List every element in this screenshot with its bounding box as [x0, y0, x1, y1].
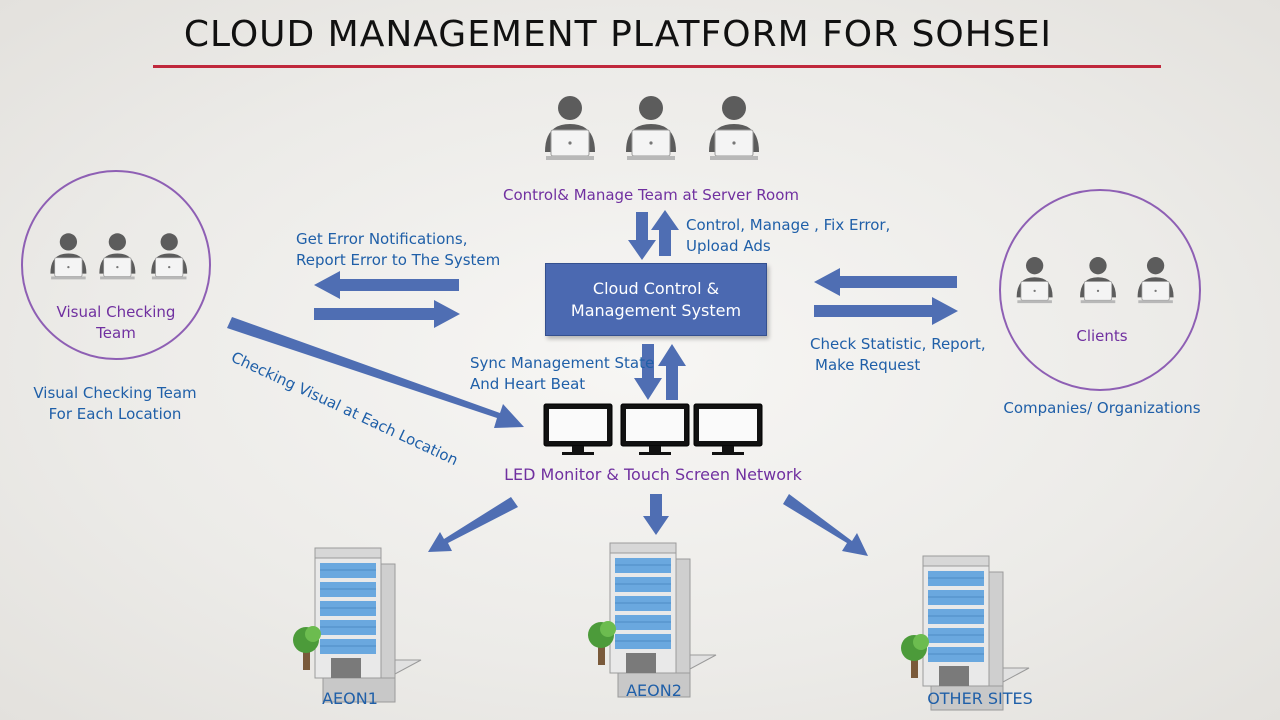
cloud-box-line2: Management System [570, 300, 742, 320]
clients-circle [999, 189, 1201, 391]
sync-label-line2: And Heart Beat [470, 375, 586, 393]
server-team-person-icon [625, 95, 677, 161]
site-label-aeon2: AEON2 [626, 681, 682, 700]
monitor-icon [620, 403, 690, 456]
arrow-icon [227, 317, 524, 428]
clients-caption: Companies/ Organizations [1003, 399, 1201, 417]
arrow-icon [643, 494, 669, 535]
clients-label: Clients [1076, 327, 1128, 345]
arrow-icon [628, 212, 656, 260]
building-icon [587, 542, 717, 698]
server-team-label: Control& Manage Team at Server Room [503, 186, 799, 204]
right-arrows-label-line2: Make Request [815, 356, 921, 374]
server-team-person-icon [544, 95, 596, 161]
led-network-label: LED Monitor & Touch Screen Network [504, 465, 802, 484]
site-label-other: OTHER SITES [927, 689, 1033, 708]
server-arrows-label-line1: Control, Manage , Fix Error, [686, 216, 891, 234]
monitor-icon [693, 403, 763, 456]
visual-team-person-icon [150, 232, 188, 280]
arrow-icon [314, 300, 460, 328]
left-arrows-label-line1: Get Error Notifications, [296, 230, 468, 248]
client-person-icon [1016, 256, 1054, 304]
arrow-icon [428, 497, 518, 552]
arrow-icon [658, 344, 686, 400]
cloud-box-line1: Cloud Control & [592, 278, 720, 298]
sync-label: Sync Management State And Heart Beat [470, 353, 654, 395]
arrow-icon [814, 297, 958, 325]
title-rule [153, 65, 1161, 68]
client-person-icon [1079, 256, 1117, 304]
building-icon [292, 547, 422, 703]
site-label-aeon1: AEON1 [322, 689, 378, 708]
visual-team-caption-line2: For Each Location [48, 405, 182, 423]
sync-label-line1: Sync Management State [470, 354, 655, 372]
monitor-icon [543, 403, 613, 456]
left-arrows-label: Get Error Notifications, Report Error to… [296, 229, 500, 271]
client-person-icon [1137, 256, 1174, 304]
arrow-icon [314, 271, 459, 299]
page-title: CLOUD MANAGEMENT PLATFORM FOR SOHSEI [183, 14, 1053, 55]
visual-team-circle-line1: Visual Checking [56, 303, 176, 321]
right-arrows-label-line1: Check Statistic, Report, [810, 335, 986, 353]
server-team-person-icon [708, 95, 760, 161]
right-arrows-label: Check Statistic, Report, Make Request [810, 334, 986, 376]
visual-team-caption-line1: Visual Checking Team [33, 384, 197, 402]
visual-team-circle-line2: Team [96, 324, 136, 342]
cloud-control-box: Cloud Control & Management System [545, 263, 767, 336]
arrow-icon [783, 494, 868, 556]
visual-team-caption: Visual Checking Team For Each Location [20, 383, 210, 425]
server-arrows-label: Control, Manage , Fix Error, Upload Ads [686, 215, 890, 257]
visual-team-circle [21, 170, 211, 360]
server-arrows-label-line2: Upload Ads [686, 237, 771, 255]
left-arrows-label-line2: Report Error to The System [296, 251, 501, 269]
arrow-icon [651, 210, 679, 256]
arrow-icon [814, 268, 957, 296]
visual-team-circle-label: Visual Checking Team [36, 302, 196, 344]
arrow-icon [634, 344, 662, 400]
visual-team-person-icon [98, 232, 136, 280]
building-icon [900, 555, 1030, 711]
visual-team-person-icon [50, 232, 87, 280]
